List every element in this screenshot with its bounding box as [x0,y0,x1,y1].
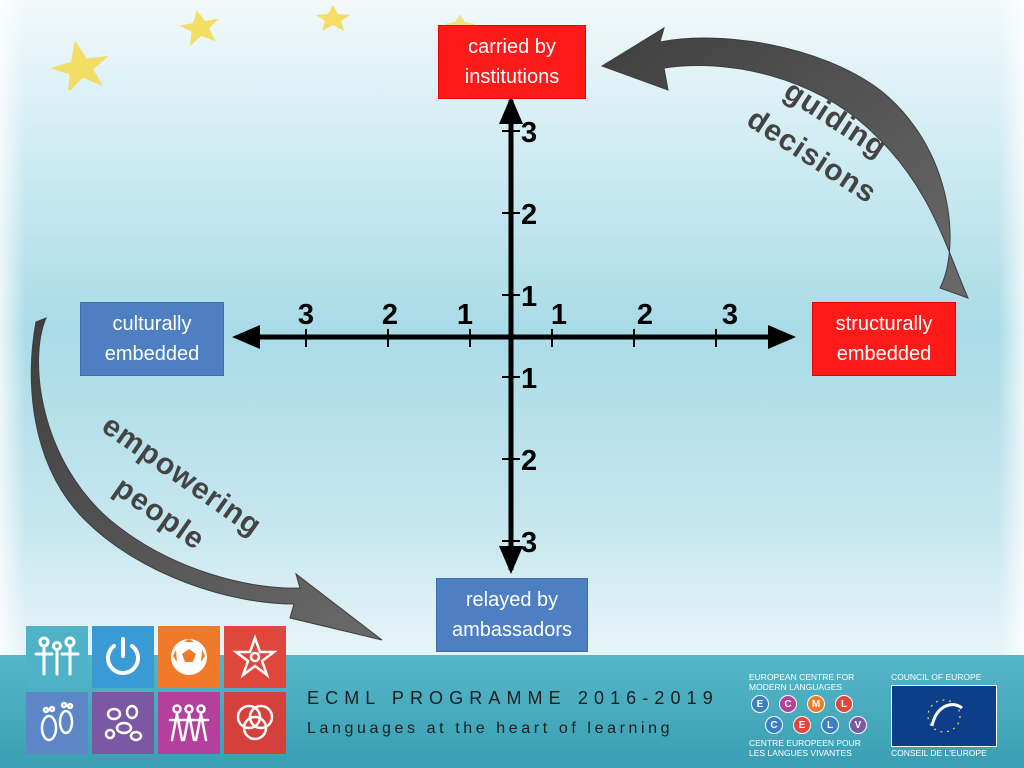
x-label-right-1: 1 [551,299,567,331]
y-label-down-1: 1 [521,363,537,395]
programme-title: ECML PROGRAMME 2016-2019 [307,688,719,708]
ecml-letter-e: E [751,695,769,713]
box-bottom-text: relayed by ambassadors [451,589,573,641]
family-icon [34,636,80,676]
coe-flag [891,685,997,747]
axis-diagram: 3 2 1 1 2 3 3 2 1 1 2 3 guiding decision… [30,26,969,641]
pebbles-icon [104,704,143,742]
x-label-right-3: 3 [722,299,738,331]
ecml-letter-c2: C [765,716,783,734]
y-axis-top-arrowhead [499,96,523,124]
star-icon [179,10,219,47]
ecml-letter-l2: L [821,716,839,734]
tile-family [26,626,88,688]
football-icon [171,639,207,675]
box-top-text: carried by institutions [464,36,560,88]
box-relayed-by-ambassadors: relayed by ambassadors [436,578,588,652]
y-label-up-1: 1 [521,281,537,313]
x-label-left-2: 2 [382,299,398,331]
x-axis-left-arrowhead [232,325,260,349]
star-icon [50,40,109,90]
programme-tagline: Languages at the heart of learning [307,720,674,737]
y-label-down-3: 3 [521,527,537,559]
box-left-text: culturally embedded [104,313,200,365]
coe-bottom-text: CONSEIL DE L'EUROPE [891,748,987,758]
box-right-text: structurally embedded [835,313,933,365]
tile-football [158,626,220,688]
x-axis-right-arrowhead [768,325,796,349]
dancers-icon [168,704,210,742]
footprints-icon [40,701,74,742]
council-of-europe-logo: COUNCIL OF EUROPE CONSEIL DE L'EUROPE [889,672,997,758]
ecml-line4: LES LANGUES VIVANTES [749,748,852,758]
coe-emblem-icon [927,699,963,733]
curved-arrow-guiding-decisions [600,26,969,299]
ecml-letter-m: M [807,695,825,713]
tile-footprints [26,692,88,754]
box-carried-by-institutions: carried by institutions [438,25,586,99]
ecml-letter-l: L [835,695,853,713]
ecml-letter-e2: E [793,716,811,734]
tile-power [92,626,154,688]
power-icon [106,637,140,675]
x-label-left-1: 1 [457,299,473,331]
y-label-up-2: 2 [521,199,537,231]
flower-icon [232,634,278,679]
coe-top-text: COUNCIL OF EUROPE [891,672,982,682]
ecml-line1: EUROPEAN CENTRE FOR [749,672,855,682]
star-icon [316,5,350,31]
ecml-letter-c: C [779,695,797,713]
circles-icon [236,704,274,741]
left-edge-fade [0,0,26,655]
y-label-up-3: 3 [521,117,537,149]
x-label-right-2: 2 [637,299,653,331]
ecml-letter-v: V [849,716,867,734]
tile-circles [224,692,286,754]
tile-dancers [158,692,220,754]
y-axis-bottom-arrowhead [499,546,523,574]
programme-icons [26,626,290,756]
ecml-line2: MODERN LANGUAGES [749,682,843,692]
ecml-logo: EUROPEAN CENTRE FOR MODERN LANGUAGES E C… [749,672,871,758]
x-label-left-3: 3 [298,299,314,331]
y-label-down-2: 2 [521,445,537,477]
box-structurally-embedded: structurally embedded [812,302,956,376]
tile-flower [224,626,286,688]
tile-pebbles [92,692,154,754]
box-culturally-embedded: culturally embedded [80,302,224,376]
curved-arrow-empowering-people [30,317,383,641]
ecml-line3: CENTRE EUROPEEN POUR [749,738,861,748]
